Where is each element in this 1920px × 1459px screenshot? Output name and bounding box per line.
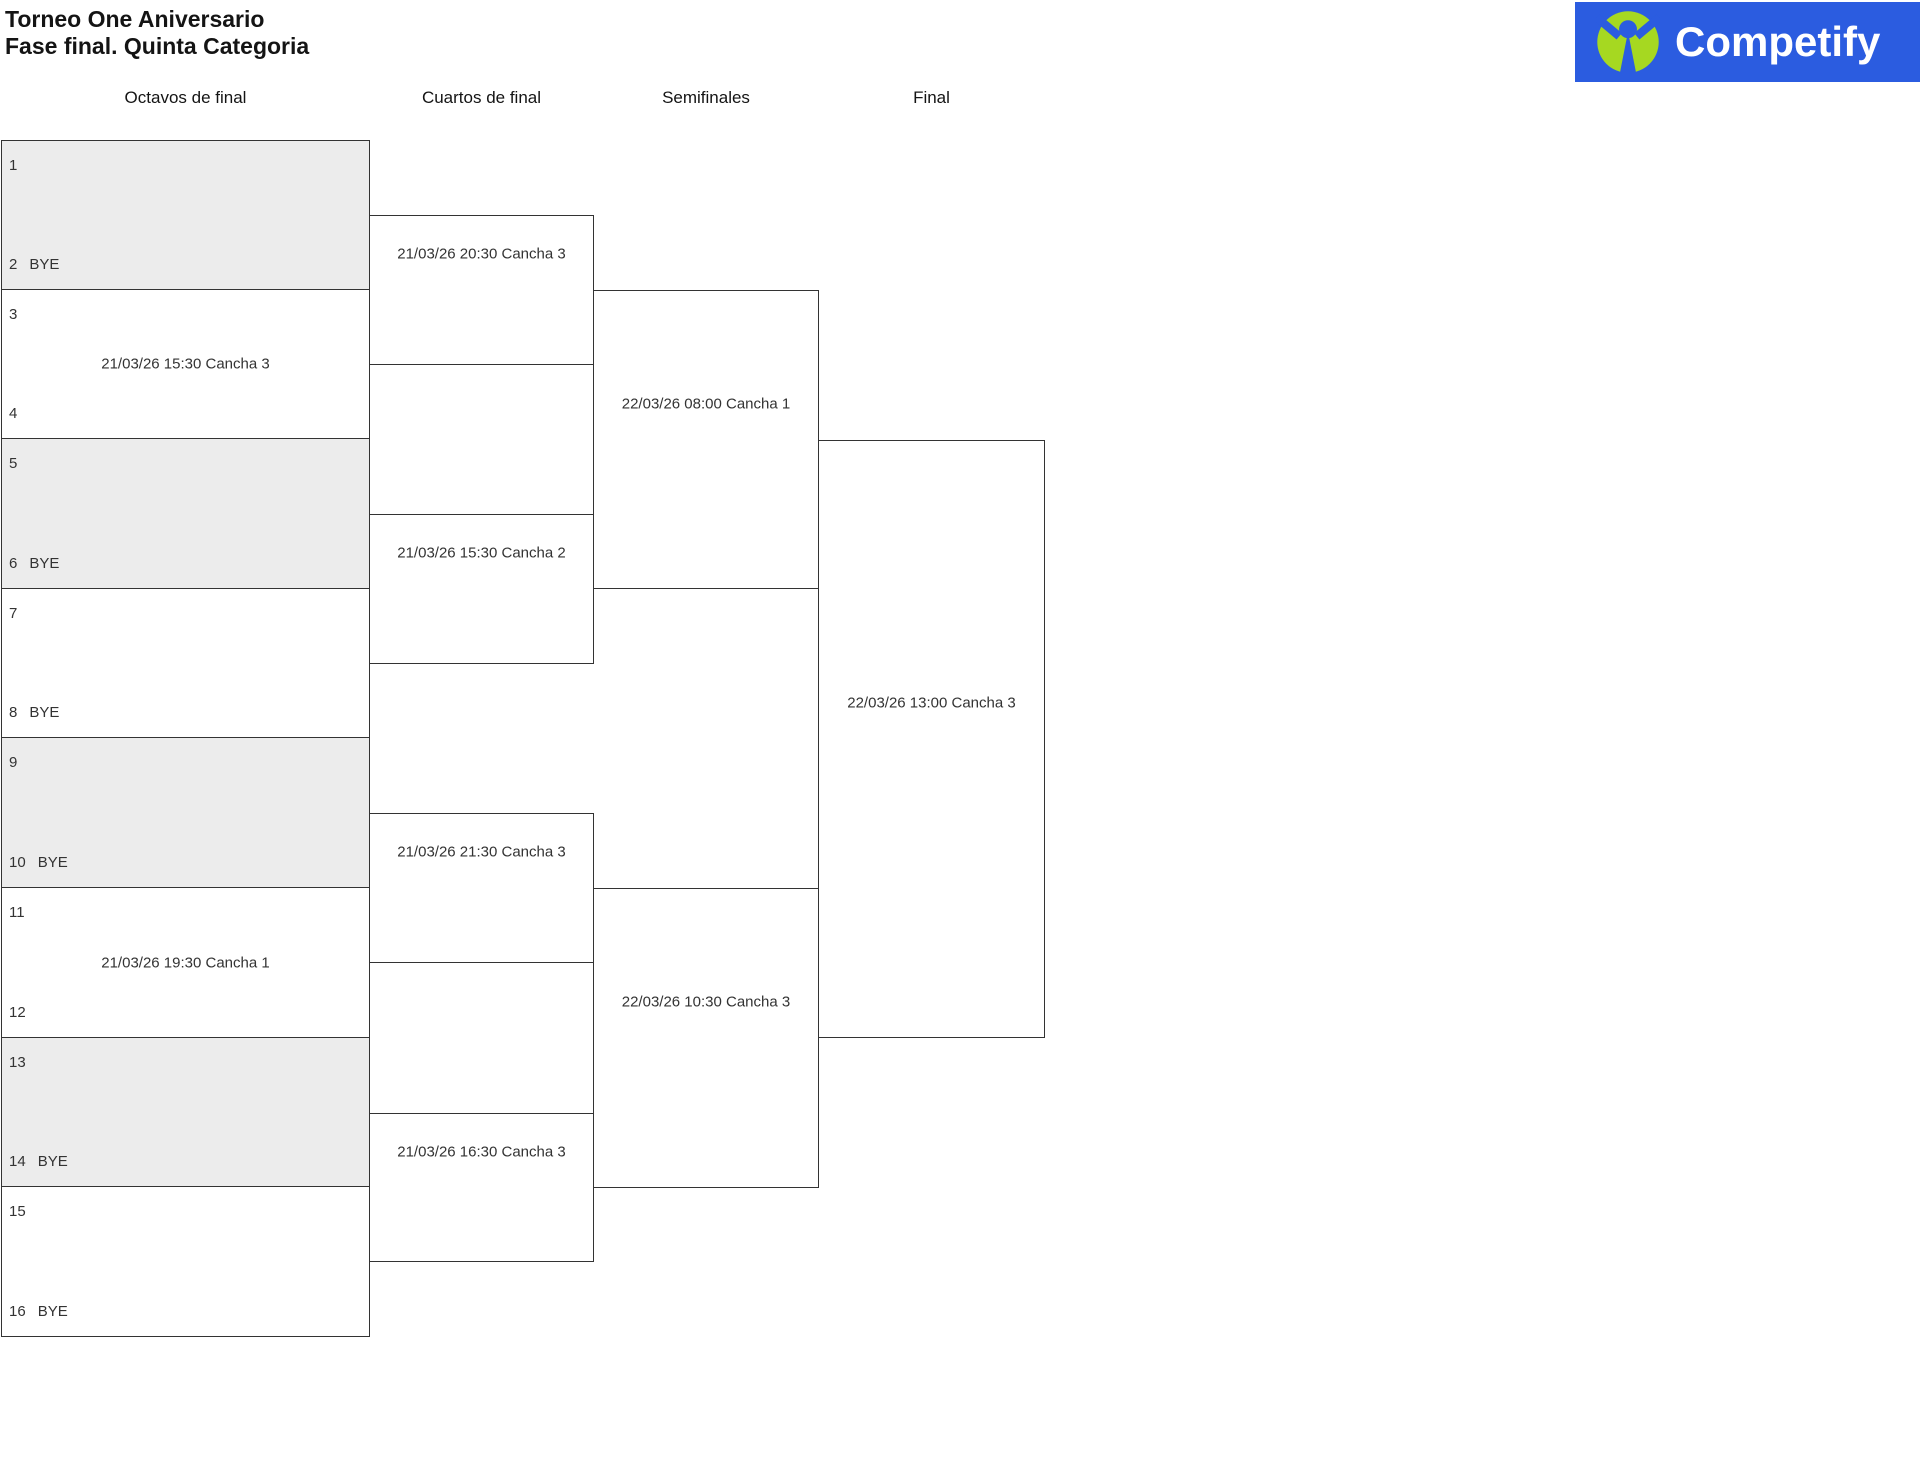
competify-logo: Competify (1575, 2, 1920, 82)
seed-number: 6 (9, 555, 18, 572)
seed-number: 16 (9, 1303, 26, 1320)
tournament-name: Torneo One Aniversario (5, 6, 265, 32)
match-box-octavos-4: 7 8 BYE (1, 588, 370, 738)
match-slot-top: 5 (9, 455, 17, 472)
match-slot-bottom: 10 BYE (9, 854, 68, 871)
seed-number: 1 (9, 157, 18, 174)
match-slot-top: 9 (9, 754, 17, 771)
seed-number: 7 (9, 605, 18, 622)
match-slot-bottom: 14 BYE (9, 1153, 68, 1170)
match-schedule: 22/03/26 13:00 Cancha 3 (847, 694, 1016, 712)
match-box-octavos-6: 11 12 21/03/26 19:30 Cancha 1 (1, 887, 370, 1038)
match-schedule: 21/03/26 15:30 Cancha 2 (397, 544, 566, 562)
player-name: BYE (37, 1303, 68, 1320)
match-box-cuartos-4: 21/03/26 16:30 Cancha 3 (369, 1113, 594, 1262)
match-box-octavos-3: 5 6 BYE (1, 438, 370, 589)
seed-number: 8 (9, 704, 18, 721)
match-schedule: 22/03/26 08:00 Cancha 1 (621, 395, 791, 412)
match-box-octavos-8: 15 16 BYE (1, 1186, 370, 1337)
match-slot-top: 1 (9, 157, 17, 174)
brand-name: Competify (1675, 18, 1881, 65)
match-schedule: 22/03/26 10:30 Cancha 3 (621, 993, 791, 1011)
round-header-semifinales: Semifinales (662, 88, 750, 107)
match-box-cuartos-2: 21/03/26 15:30 Cancha 2 (369, 514, 594, 664)
seed-number: 9 (9, 754, 18, 771)
match-schedule: 21/03/26 19:30 Cancha 1 (101, 954, 270, 971)
phase-category: Fase final. Quinta Categoria (5, 33, 310, 59)
match-schedule: 21/03/26 21:30 Cancha 3 (397, 843, 566, 861)
seed-number: 12 (9, 1004, 26, 1021)
seed-number: 5 (9, 455, 18, 472)
match-box-cuartos-3: 21/03/26 21:30 Cancha 3 (369, 813, 594, 963)
seed-number: 14 (9, 1153, 26, 1170)
seed-number: 13 (9, 1054, 26, 1071)
seed-number: 11 (9, 904, 25, 921)
match-slot-top: 15 (9, 1203, 26, 1220)
match-slot-top: 3 (9, 306, 17, 323)
player-name: BYE (29, 555, 60, 572)
match-schedule: 21/03/26 20:30 Cancha 3 (397, 245, 566, 263)
seed-number: 15 (9, 1203, 26, 1220)
match-box-octavos-5: 9 10 BYE (1, 737, 370, 888)
match-slot-bottom: 4 (9, 405, 17, 422)
round-header-octavos: Octavos de final (124, 88, 247, 107)
match-slot-bottom: 12 (9, 1004, 26, 1021)
match-box-octavos-7: 13 14 BYE (1, 1037, 370, 1187)
match-box-semifinales-2: 22/03/26 10:30 Cancha 3 (593, 888, 819, 1188)
match-box-final-1: 22/03/26 13:00 Cancha 3 (818, 440, 1045, 1038)
match-slot-top: 7 (9, 605, 17, 622)
match-box-octavos-1: 1 2 BYE (1, 140, 370, 290)
seed-number: 2 (9, 256, 18, 273)
seed-number: 10 (9, 854, 26, 871)
match-slot-bottom: 2 BYE (9, 256, 59, 273)
match-schedule: 21/03/26 16:30 Cancha 3 (397, 1143, 566, 1160)
match-slot-bottom: 16 BYE (9, 1303, 68, 1320)
match-slot-bottom: 8 BYE (9, 704, 59, 721)
match-slot-top: 11 (9, 904, 25, 921)
match-box-octavos-2: 3 4 21/03/26 15:30 Cancha 3 (1, 289, 370, 439)
round-header-cuartos: Cuartos de final (421, 88, 542, 107)
match-box-cuartos-1: 21/03/26 20:30 Cancha 3 (369, 215, 594, 365)
person-raised-arms-icon (1596, 11, 1660, 74)
seed-number: 3 (9, 306, 18, 323)
player-name: BYE (29, 256, 60, 273)
player-name: BYE (37, 1153, 68, 1170)
seed-number: 4 (9, 405, 18, 422)
player-name: BYE (37, 854, 68, 871)
match-slot-top: 13 (9, 1054, 26, 1071)
match-schedule: 21/03/26 15:30 Cancha 3 (101, 355, 270, 373)
round-header-final: Final (913, 88, 950, 107)
match-slot-bottom: 6 BYE (9, 555, 59, 572)
player-name: BYE (29, 704, 60, 721)
match-box-semifinales-1: 22/03/26 08:00 Cancha 1 (593, 290, 819, 589)
